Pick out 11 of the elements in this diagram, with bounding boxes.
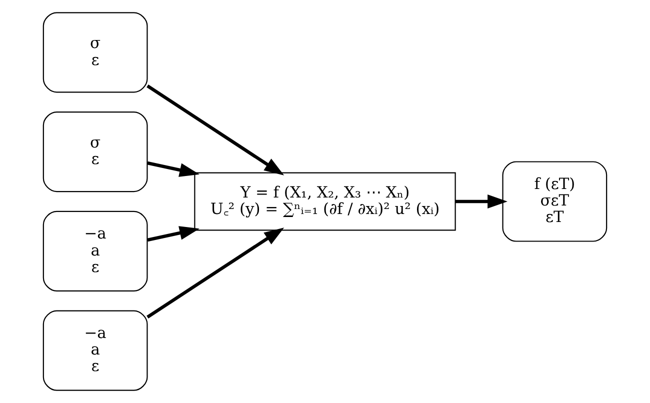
arrow (455, 194, 508, 208)
arrow (147, 226, 200, 242)
node-box: σ ε (42, 112, 148, 192)
node-box: −a a ε (42, 310, 148, 391)
node-box: −a a ε (42, 210, 148, 292)
arrow (147, 161, 200, 177)
node-box: Y = f (X₁, X₂, X₃ ⋯ Xₙ) U꜀² (y) = ∑ⁿᵢ₌₁ (∂f / ∂xᵢ)² u² (xᵢ) (194, 172, 456, 231)
node-box: σ ε (42, 12, 148, 93)
node-box: f (εT) σεT εT (502, 161, 608, 242)
arrow (146, 84, 284, 176)
arrow (146, 228, 284, 318)
